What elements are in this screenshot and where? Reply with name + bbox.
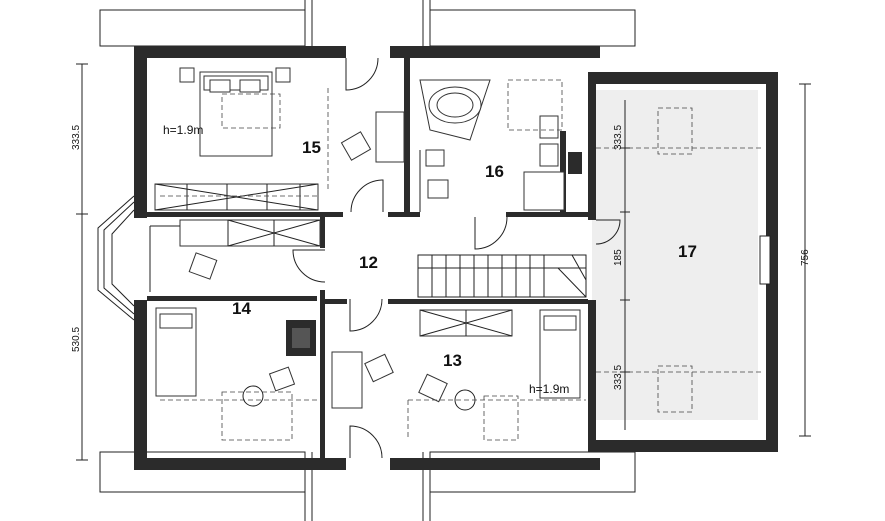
bay-window (97, 195, 135, 321)
room-number-14: 14 (232, 299, 251, 318)
room-number-16: 16 (485, 162, 504, 181)
dim-room17-top: 333.5 (613, 125, 624, 150)
height-note-room-15: h=1.9m (163, 123, 203, 137)
dim-right-outer: 756 (800, 249, 811, 266)
height-note-room-13: h=1.9m (529, 382, 569, 396)
room-17-fill (592, 90, 758, 420)
door-swings (292, 57, 621, 459)
room-17-window (759, 235, 771, 285)
dim-room17-mid: 185 (613, 249, 624, 266)
room-number-15: 15 (302, 138, 321, 157)
exterior-walls (134, 46, 778, 470)
dimension-lines (76, 63, 811, 461)
dim-room17-bottom: 333.5 (613, 365, 624, 390)
room-13-furniture (331, 309, 586, 441)
dim-left-lower: 530.5 (71, 327, 82, 352)
dim-left-upper: 333.5 (71, 125, 82, 150)
room-16-fixtures (419, 79, 582, 212)
room-number-12: 12 (359, 253, 378, 272)
room-14-furniture (149, 219, 321, 441)
room-number-17: 17 (678, 242, 697, 261)
room-17-markings (596, 100, 764, 430)
room-15-furniture (154, 67, 405, 211)
room-number-13: 13 (443, 351, 462, 370)
staircase (417, 254, 587, 298)
